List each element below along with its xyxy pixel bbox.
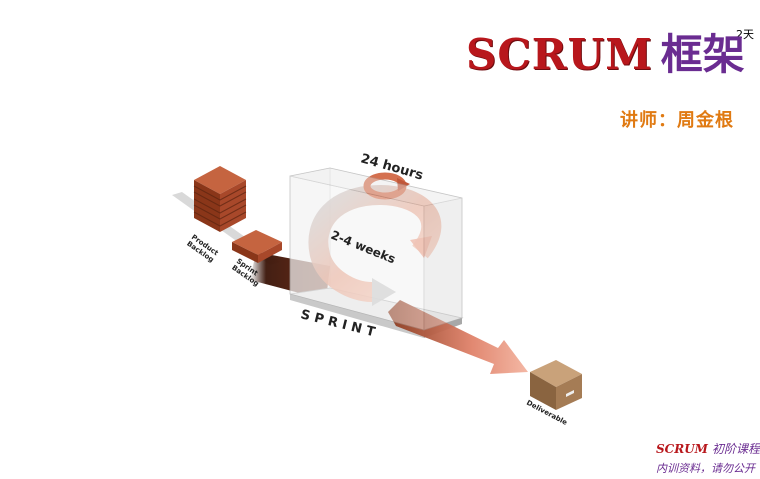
deliverable-box: [530, 360, 582, 410]
footer-scrum: SCRUM: [656, 442, 708, 456]
daily-cycle-loop: [363, 172, 410, 200]
sprint-backlog-block: [232, 230, 282, 263]
sprint-cycle-loop: [308, 184, 442, 306]
sprint-glass-box-front: [289, 167, 463, 331]
title-framework: 框架: [660, 30, 745, 79]
lecturer-line: 讲师：周金根: [620, 110, 734, 131]
title-scrum: SCRUM: [466, 30, 653, 79]
footer-course-name: 初阶课程: [711, 442, 760, 456]
footer-note: 内训资料，请勿公开: [656, 462, 755, 475]
delivery-arrow: [388, 300, 528, 374]
product-backlog-stack: [193, 166, 247, 232]
day-badge: 2天: [736, 28, 754, 41]
